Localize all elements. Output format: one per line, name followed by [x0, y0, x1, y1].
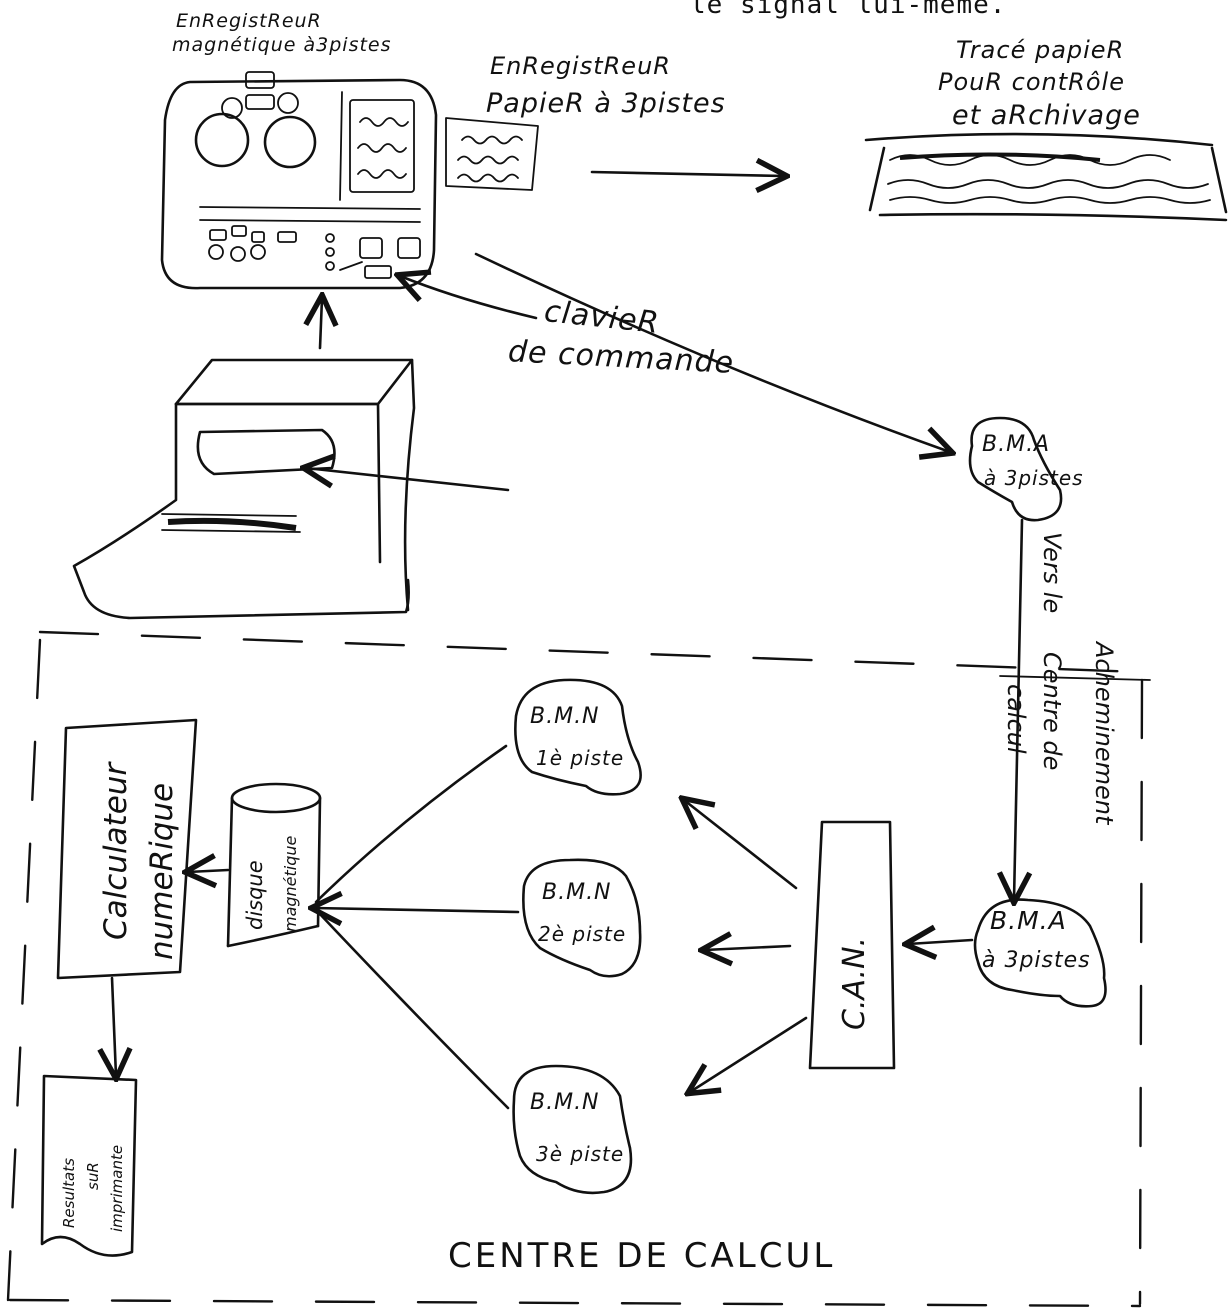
- bmn-3-shape: [514, 1066, 631, 1193]
- bmn-2-label-line2: 2è piste: [538, 922, 626, 946]
- bmn-1-label-line2: 1è piste: [536, 746, 624, 770]
- paper-trace-label-line3: et aRchivage: [952, 100, 1141, 131]
- bmn-3-label-line2: 3è piste: [536, 1142, 624, 1166]
- arrow-to-paper-trace: [592, 172, 784, 176]
- arrow-can-to-bmn2: [704, 946, 790, 950]
- arrow-computer-to-results: [112, 978, 116, 1076]
- results-label-line2: suR: [84, 1162, 102, 1190]
- bma-top-label-line2: à 3pistes: [984, 466, 1084, 490]
- results-label-line3: imprimante: [108, 1145, 126, 1232]
- bmn-1-shape: [515, 680, 640, 794]
- computer-label-line2: numeRique: [144, 783, 180, 960]
- bmn-3-label-line1: B.M.N: [530, 1090, 600, 1115]
- route-label-col1: Vers le: [1038, 532, 1066, 613]
- zone-title: CENTRE DE CALCUL: [448, 1236, 835, 1276]
- line-bmn3-to-disk: [318, 912, 508, 1108]
- bmn-2-label-line1: B.M.N: [542, 880, 612, 905]
- paper-strip: [446, 118, 538, 190]
- zone-entry-line: [1000, 676, 1150, 680]
- line-bmn1-to-disk: [316, 746, 506, 902]
- paper-trace-label-line1: Tracé papieR: [956, 36, 1124, 64]
- computing-center-zone: [8, 632, 1142, 1306]
- arrow-disk-to-computer: [188, 870, 228, 872]
- paper-trace: [866, 134, 1226, 220]
- header-fragment: le signal lui-même.: [690, 0, 1006, 20]
- paper-recorder-label-line2: PapieR à 3pistes: [486, 88, 726, 119]
- arrow-console-to-recorder: [320, 298, 322, 348]
- disk-label-line2: magnétique: [281, 835, 300, 932]
- magnetic-recorder-label-line2: magnétique à3pistes: [172, 34, 392, 56]
- bma-top-label-line1: B.M.A: [982, 432, 1050, 457]
- route-label-col3: Centre de: [1038, 652, 1066, 770]
- magnetic-recorder: [162, 72, 436, 288]
- bmn-1-label-line1: B.M.N: [530, 704, 600, 729]
- paper-trace-label-line2: PouR contRôle: [938, 68, 1125, 96]
- line-bmn2-to-disk: [314, 908, 518, 912]
- bmn-2-shape: [523, 860, 640, 976]
- bma-bottom-label-line2: à 3pistes: [982, 948, 1091, 973]
- paper-recorder-label-line1: EnRegistReuR: [490, 52, 671, 80]
- disk-label-line1: disque: [243, 860, 267, 930]
- arrow-bma-to-can: [908, 940, 972, 944]
- computer-label-line1: Calculateur: [98, 761, 134, 940]
- arrow-can-to-bmn1: [684, 800, 796, 888]
- magnetic-disk: [228, 784, 320, 946]
- route-label-col2: Acheminement: [1090, 640, 1118, 826]
- arrow-can-to-bmn3: [690, 1018, 806, 1092]
- route-label-col4: calcul: [1002, 684, 1030, 754]
- bma-bottom-label-line1: B.M.A: [990, 906, 1067, 935]
- can-label: C.A.N.: [837, 937, 872, 1030]
- magnetic-recorder-label-line1: EnRegistReuR: [176, 10, 322, 32]
- results-label-line1: Resultats: [60, 1158, 78, 1228]
- keyboard-console: [74, 360, 414, 618]
